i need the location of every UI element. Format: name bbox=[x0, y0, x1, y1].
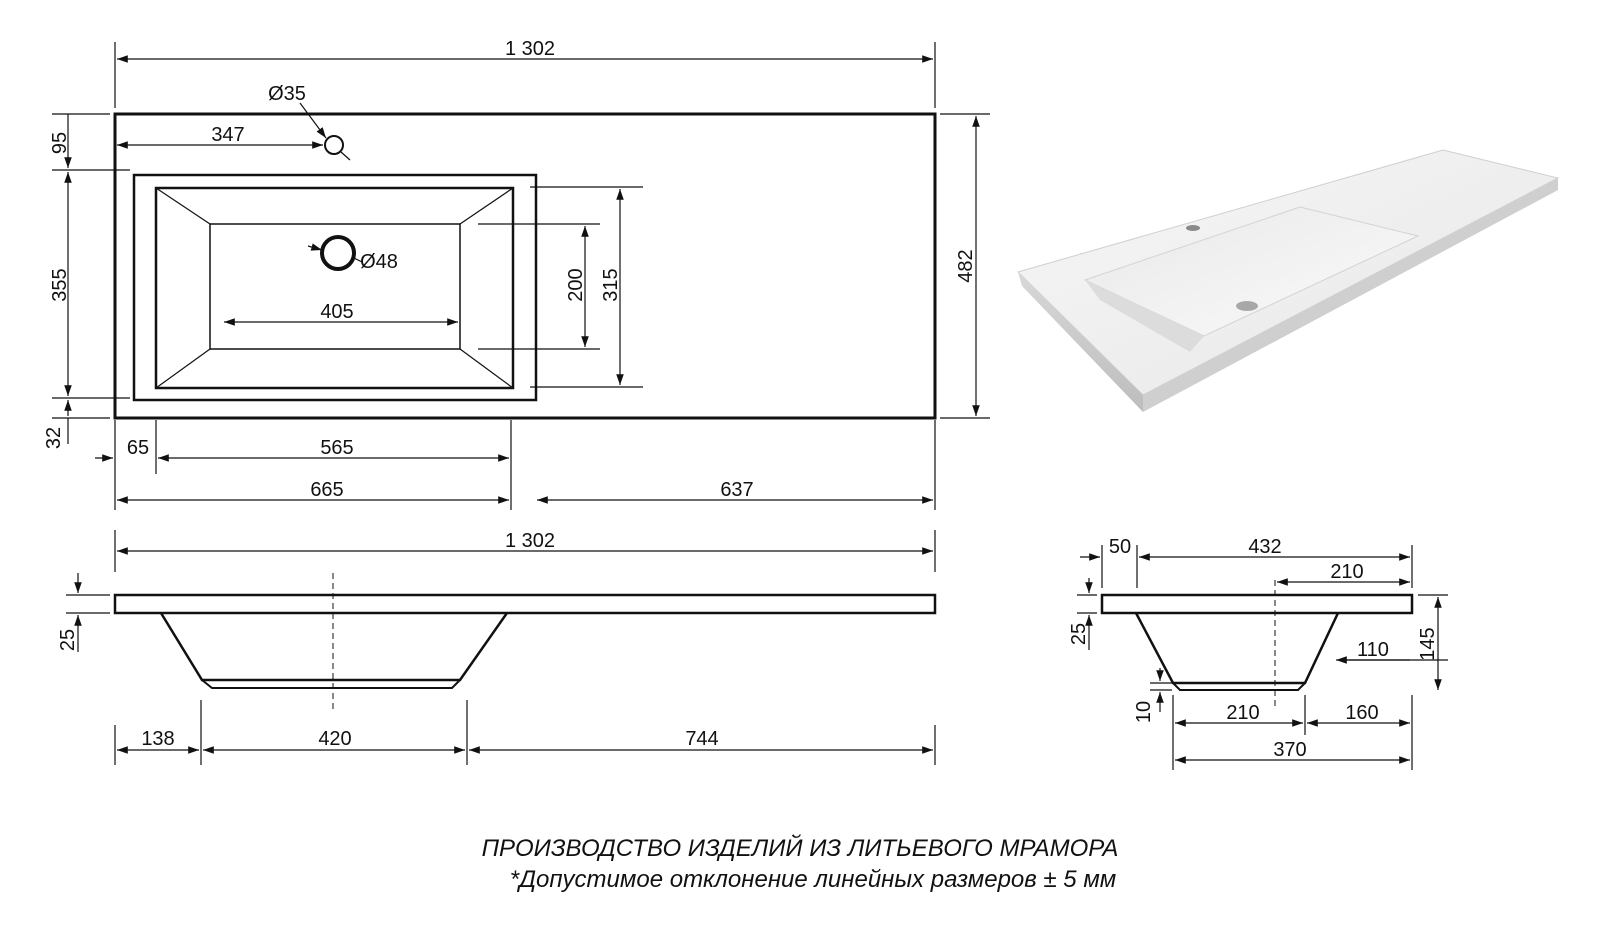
tv-basin-width: 565 bbox=[320, 437, 353, 459]
sv-bowl-height-offset: 110 bbox=[1357, 639, 1389, 661]
tv-tap-diameter: Ø35 bbox=[268, 83, 306, 105]
sv-bowl-width: 370 bbox=[1273, 739, 1306, 761]
footer-title: ПРОИЗВОДСТВО ИЗДЕЛИЙ ИЗ ЛИТЬЕВОГО МРАМОР… bbox=[481, 835, 1119, 862]
basin-bottom bbox=[209, 223, 461, 350]
tap-hole bbox=[324, 135, 344, 155]
sv-total-height: 145 bbox=[1417, 627, 1439, 660]
tv-basin-section: 665 bbox=[310, 479, 343, 501]
sv-bottom-width: 210 bbox=[1226, 702, 1259, 724]
tv-basin-outer-depth: 355 bbox=[49, 268, 71, 301]
basin-outer-rim bbox=[132, 173, 538, 402]
footer-tolerance-note: *Допустимое отклонение линейных размеров… bbox=[509, 866, 1117, 893]
tv-front-edge: 32 bbox=[43, 427, 65, 449]
front-bowl bbox=[159, 612, 509, 682]
sv-front-lip: 50 bbox=[1109, 536, 1131, 558]
top-view bbox=[52, 42, 990, 510]
sv-back-to-center: 210 bbox=[1330, 561, 1363, 583]
sv-back-offset: 160 bbox=[1345, 702, 1378, 724]
tv-basin-inner-depth: 200 bbox=[565, 268, 587, 301]
sv-top-depth: 432 bbox=[1248, 536, 1281, 558]
tv-right-section: 637 bbox=[720, 479, 753, 501]
basin-top-edge bbox=[154, 186, 515, 390]
side-view bbox=[1077, 545, 1448, 770]
fv-overall-length: 1 302 bbox=[505, 530, 555, 552]
sv-bottom-thickness: 10 bbox=[1133, 701, 1155, 723]
drain-hole bbox=[320, 235, 356, 271]
tv-basin-bottom-width: 405 bbox=[320, 301, 353, 323]
tv-basin-top-depth: 315 bbox=[600, 268, 622, 301]
fv-right-offset: 744 bbox=[685, 728, 718, 750]
tv-overall-length: 1 302 bbox=[505, 38, 555, 60]
tv-overall-depth: 482 bbox=[955, 249, 977, 282]
tv-left-margin: 65 bbox=[127, 437, 149, 459]
product-render bbox=[1017, 149, 1560, 412]
tv-edge-to-tap: 95 bbox=[49, 132, 71, 154]
front-slab bbox=[113, 593, 937, 615]
fv-thickness: 25 bbox=[57, 629, 79, 651]
tv-tap-offset: 347 bbox=[211, 124, 244, 146]
fv-left-offset: 138 bbox=[141, 728, 174, 750]
side-bowl bbox=[1134, 612, 1340, 685]
sv-thickness: 25 bbox=[1068, 623, 1090, 645]
fv-bottom-width: 420 bbox=[318, 728, 351, 750]
tv-drain-diameter: Ø48 bbox=[360, 251, 398, 273]
side-slab bbox=[1100, 593, 1414, 615]
front-view bbox=[66, 530, 937, 765]
countertop-outline bbox=[113, 112, 937, 420]
